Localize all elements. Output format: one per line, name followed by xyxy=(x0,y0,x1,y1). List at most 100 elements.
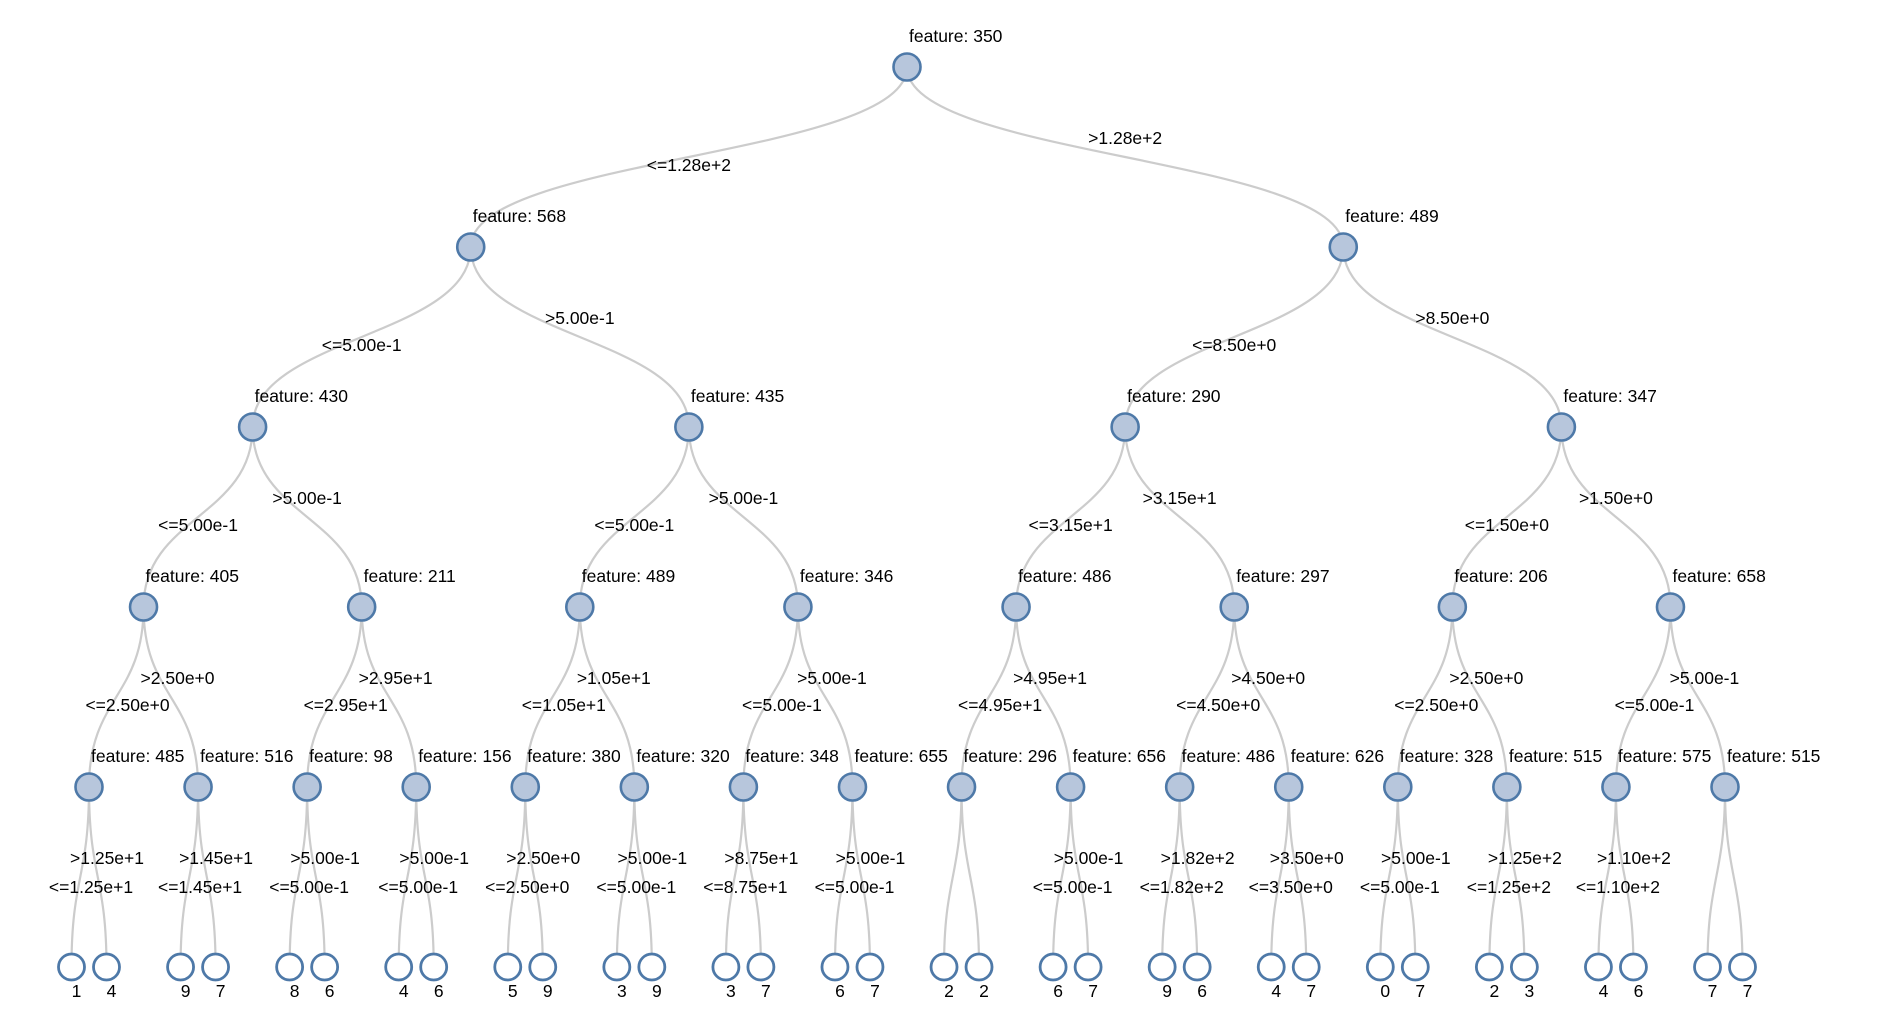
edge-condition-label: <=5.00e-1 xyxy=(158,515,238,535)
tree-link xyxy=(1014,606,1072,788)
tree-link xyxy=(1178,606,1236,788)
tree-link xyxy=(1505,786,1526,968)
edge-condition-label: <=4.50e+0 xyxy=(1176,695,1260,715)
leaf-class-label: 7 xyxy=(870,981,880,1001)
edge-condition-label: <=1.10e+2 xyxy=(1576,877,1660,897)
edge-condition-label: <=1.82e+2 xyxy=(1140,877,1224,897)
leaf-class-label: 7 xyxy=(761,981,771,1001)
internal-node-circle xyxy=(346,592,377,622)
leaf-class-label: 2 xyxy=(1489,981,1499,1001)
internal-node-circle xyxy=(183,772,213,802)
edge-condition-label: <=1.05e+1 xyxy=(522,695,606,715)
edge-condition-label: >1.50e+0 xyxy=(1579,488,1653,508)
tree-link xyxy=(251,246,472,428)
internal-node-circle xyxy=(564,592,595,622)
leaf-class-label: 4 xyxy=(399,981,409,1001)
tree-link xyxy=(1161,786,1181,968)
node-feature-label: feature: 658 xyxy=(1672,566,1765,586)
node-feature-label: feature: 346 xyxy=(800,566,893,586)
leaf-node-circle xyxy=(201,952,230,982)
edge-condition-label: >1.25e+2 xyxy=(1488,848,1562,868)
leaf-class-label: 7 xyxy=(1743,981,1753,1001)
tree-link xyxy=(960,786,981,968)
leaf-class-label: 6 xyxy=(1197,981,1207,1001)
leaf-class-label: 7 xyxy=(1415,981,1425,1001)
leaf-node-circle xyxy=(637,952,667,982)
tree-link xyxy=(524,606,581,788)
leaf-class-label: 3 xyxy=(726,981,736,1001)
tree-link xyxy=(1287,786,1308,968)
edge-condition-label: >5.00e-1 xyxy=(399,848,469,868)
edge-condition-label: >2.50e+0 xyxy=(1449,668,1523,688)
tree-link xyxy=(524,786,544,968)
leaf-node-circle xyxy=(1728,952,1757,982)
tree-link xyxy=(833,786,854,968)
tree-link xyxy=(87,786,108,968)
tree-link xyxy=(1614,606,1672,788)
edge-condition-label: >4.50e+0 xyxy=(1231,668,1305,688)
internal-node-circle xyxy=(401,772,432,802)
internal-node-circle xyxy=(1001,592,1031,622)
leaf-node-circle xyxy=(820,952,850,982)
edge-condition-label: <=3.50e+0 xyxy=(1249,877,1333,897)
edge-condition-label: >8.50e+0 xyxy=(1415,308,1489,328)
node-feature-label: feature: 515 xyxy=(1509,746,1602,766)
edge-condition-label: <=1.25e+2 xyxy=(1467,877,1551,897)
tree-link xyxy=(1451,606,1508,788)
internal-node-circle xyxy=(946,772,977,802)
leaf-node-circle xyxy=(1400,952,1430,982)
edge-condition-label: <=2.50e+0 xyxy=(85,695,169,715)
leaf-node-circle xyxy=(1693,952,1722,982)
internal-node-circle xyxy=(728,772,759,802)
leaf-class-label: 6 xyxy=(434,981,444,1001)
leaf-class-label: 7 xyxy=(1306,981,1316,1001)
nodes-layer xyxy=(57,52,1757,982)
edge-condition-label: <=2.95e+1 xyxy=(304,695,388,715)
leaf-class-label: 9 xyxy=(543,981,553,1001)
leaf-class-label: 7 xyxy=(216,981,226,1001)
internal-node-circle xyxy=(1710,772,1740,802)
leaf-node-circle xyxy=(92,952,121,982)
internal-node-circle xyxy=(1273,772,1304,802)
internal-node-circle xyxy=(510,772,541,802)
tree-link xyxy=(633,786,653,968)
node-feature-label: feature: 405 xyxy=(146,566,239,586)
node-feature-label: feature: 348 xyxy=(745,746,838,766)
tree-link xyxy=(1560,426,1672,608)
node-feature-label: feature: 626 xyxy=(1291,746,1384,766)
node-feature-label: feature: 516 xyxy=(200,746,293,766)
edge-condition-label: >5.00e-1 xyxy=(709,488,779,508)
leaf-class-label: 8 xyxy=(290,981,300,1001)
node-feature-label: feature: 347 xyxy=(1563,386,1656,406)
node-feature-label: feature: 486 xyxy=(1018,566,1111,586)
edge-condition-label: >1.25e+1 xyxy=(70,848,144,868)
leaf-class-label: 7 xyxy=(1088,981,1098,1001)
labels-layer: <=1.28e+2<=5.00e-1<=5.00e-1<=2.50e+0<=1.… xyxy=(49,26,1821,1001)
edge-condition-label: >1.82e+2 xyxy=(1161,848,1235,868)
tree-link xyxy=(142,606,200,788)
leaf-class-label: 7 xyxy=(1708,981,1718,1001)
leaf-node-circle xyxy=(1147,952,1177,982)
tree-link xyxy=(687,426,800,608)
node-feature-label: feature: 435 xyxy=(691,386,784,406)
edge-condition-label: <=5.00e-1 xyxy=(322,335,402,355)
tree-link xyxy=(1124,246,1345,428)
tree-link xyxy=(724,786,745,968)
tree-link xyxy=(415,786,435,968)
internal-node-circle xyxy=(1055,772,1086,802)
edge-condition-label: >5.00e-1 xyxy=(290,848,360,868)
tree-link xyxy=(506,786,527,968)
edge-condition-label: >5.00e-1 xyxy=(618,848,688,868)
leaf-node-circle xyxy=(1509,952,1539,982)
tree-link xyxy=(360,606,418,788)
edge-condition-label: >5.00e-1 xyxy=(272,488,342,508)
tree-link xyxy=(796,606,854,788)
node-feature-label: feature: 211 xyxy=(364,566,456,586)
edge-condition-label: >5.00e-1 xyxy=(1381,848,1451,868)
tree-link xyxy=(942,786,963,968)
node-feature-label: feature: 486 xyxy=(1182,746,1275,766)
tree-link xyxy=(1488,786,1508,968)
node-feature-label: feature: 489 xyxy=(1345,206,1438,226)
internal-node-circle xyxy=(1383,772,1413,802)
